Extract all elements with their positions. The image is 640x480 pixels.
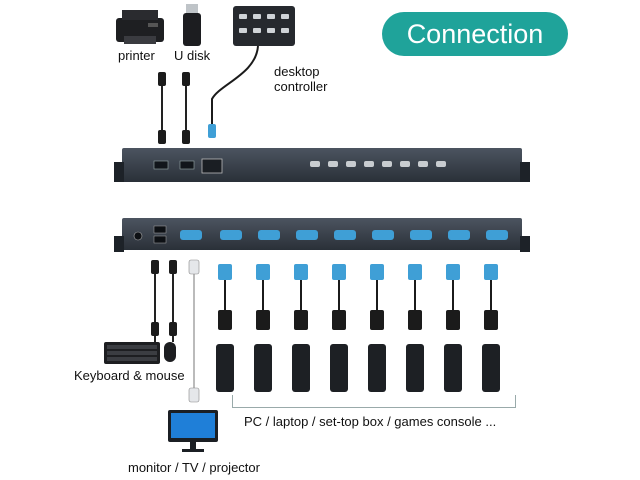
monitor-label: monitor / TV / projector (128, 460, 260, 475)
desktop-controller-line1: desktop (274, 64, 320, 79)
monitor-icon (168, 410, 218, 452)
kvm-front-ports (153, 158, 446, 174)
printer-label: printer (118, 48, 155, 63)
computers-bracket (232, 395, 516, 408)
kvm-back-ear-left (114, 236, 124, 252)
keyboard-icon (104, 342, 160, 364)
computer-row (216, 264, 500, 392)
controller-cable (208, 45, 259, 138)
kvm-back-ports (133, 225, 508, 244)
kvm-front-ear-right (520, 162, 530, 182)
vga-cable-icon (188, 259, 200, 403)
vga-cable-icon (216, 264, 500, 392)
kvm-front-ear-left (114, 162, 124, 182)
computers-label: PC / laptop / set-top box / games consol… (244, 414, 497, 429)
usb-cable-icon (151, 260, 177, 342)
udisk-label: U disk (174, 48, 211, 63)
desktop-controller-label: desktop controller (274, 64, 327, 94)
connection-badge: Connection (382, 12, 568, 56)
printer-icon (116, 10, 164, 44)
usb-cable-icon (158, 72, 190, 144)
mouse-icon (164, 342, 176, 362)
keyboard-mouse-label: Keyboard & mouse (74, 368, 185, 383)
remote-controller-icon (233, 6, 295, 46)
desktop-controller-line2: controller (274, 79, 328, 94)
kvm-back-ear-right (520, 236, 530, 252)
usb-drive-icon (183, 4, 201, 46)
